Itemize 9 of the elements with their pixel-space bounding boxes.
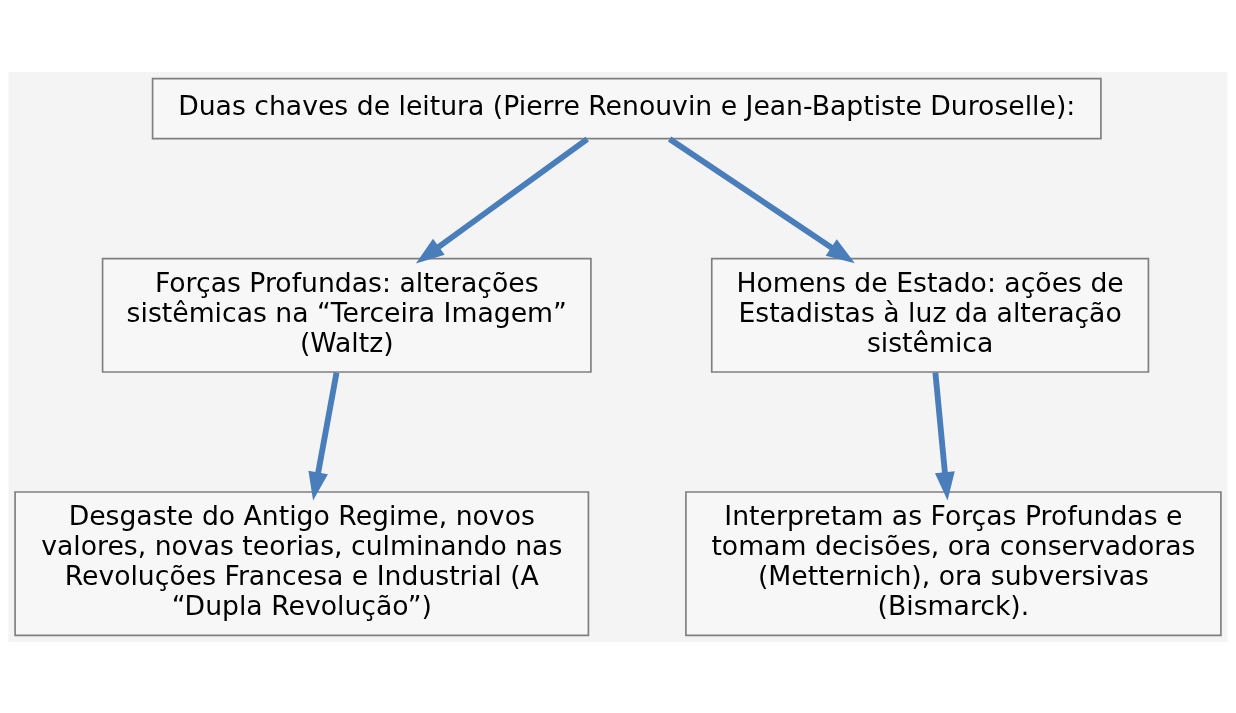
- arrow: [932, 371, 955, 500]
- node-box: Desgaste do Antigo Regime, novos valores, novas teorias, culminando nas Revoluções Francesa e Industrial (A “Dupla Revolução”): [14, 490, 590, 636]
- arrow: [308, 371, 340, 500]
- arrow: [667, 136, 855, 263]
- node-box: Forças Profundas: alterações sistêmicas na “Terceira Imagem” (Waltz): [101, 257, 592, 373]
- node-box: Duas chaves de leitura (Pierre Renouvin e Jean-Baptiste Duroselle):: [151, 77, 1102, 139]
- node-box: Homens de Estado: ações de Estadistas à luz da alteração sistêmica: [710, 257, 1150, 373]
- arrow: [415, 136, 589, 263]
- node-box: Interpretam as Forças Profundas e tomam decisões, ora conservadoras (Metternich), ora subversivas (Bismarck).: [685, 490, 1222, 636]
